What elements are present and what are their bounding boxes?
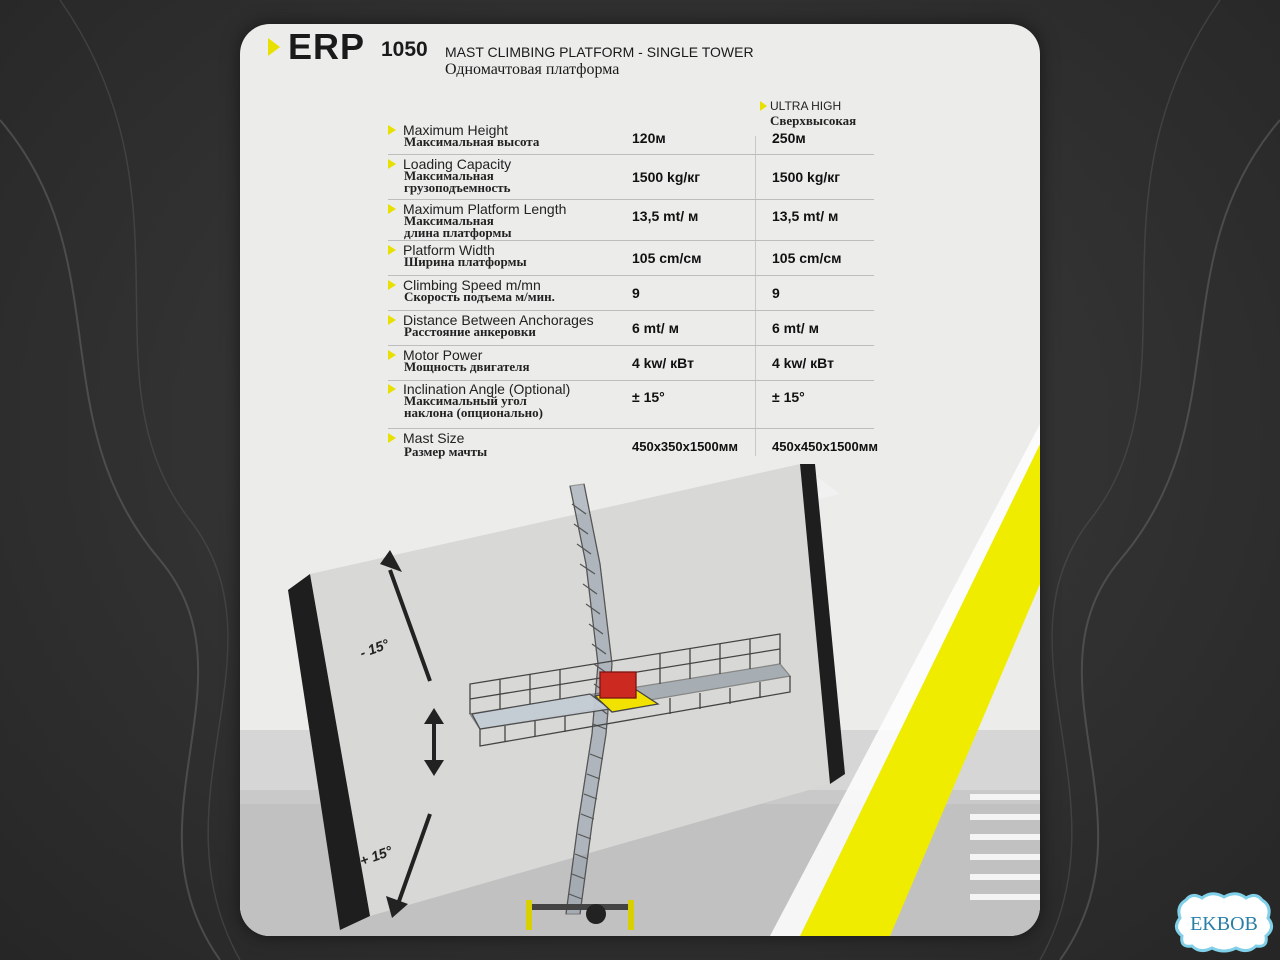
spec-value-standard: 1500 kg/кг bbox=[632, 169, 701, 185]
spec-label: Maximum Platform Length bbox=[403, 201, 567, 217]
model-subtitle-ru: Одномачтовая платформа bbox=[445, 61, 620, 78]
building-right-edge bbox=[800, 464, 845, 784]
row-marker-icon bbox=[388, 433, 396, 443]
spec-value-standard: 450x350x1500мм bbox=[632, 439, 738, 454]
trailer-base bbox=[526, 900, 634, 930]
spec-value-ultra-high: ± 15° bbox=[772, 389, 805, 405]
spec-value-ultra-high: 105 cm/см bbox=[772, 250, 842, 266]
row-divider bbox=[388, 310, 874, 311]
spec-value-standard: 13,5 mt/ м bbox=[632, 208, 699, 224]
spec-label: Motor Power bbox=[403, 347, 483, 363]
spec-label: Loading Capacity bbox=[403, 156, 512, 172]
model-number: 1050 bbox=[381, 38, 428, 61]
spec-label-ru: Максимальный угол наклона (опционально) bbox=[404, 393, 543, 420]
platform-illustration: - 15° + 15° bbox=[240, 424, 1040, 936]
spec-value-ultra-high: 4 kw/ кВт bbox=[772, 355, 834, 371]
spec-value-ultra-high: 1500 kg/кг bbox=[772, 169, 841, 185]
row-marker-icon bbox=[388, 204, 396, 214]
ekbob-watermark-badge: EKBOB bbox=[1175, 892, 1273, 953]
watermark-text: EKBOB bbox=[1190, 913, 1258, 935]
spec-label-ru: Максимальная грузоподъемность bbox=[404, 168, 511, 195]
spec-label: Climbing Speed m/mn bbox=[403, 277, 541, 293]
spec-value-ultra-high: 250м bbox=[772, 130, 806, 146]
stripes-decoration bbox=[970, 794, 1040, 900]
spec-label-ru: Расстояние анкеровки bbox=[404, 324, 536, 339]
height-adjust-arrow bbox=[424, 708, 444, 776]
row-marker-icon bbox=[388, 315, 396, 325]
column-header-ultra-high-ru: Сверхвысокая bbox=[770, 113, 857, 128]
spec-label: Maximum Height bbox=[403, 122, 509, 138]
spec-value-ultra-high: 9 bbox=[772, 285, 780, 301]
angle-arrow-top bbox=[380, 550, 432, 682]
row-divider bbox=[388, 154, 874, 155]
spec-label-ru: Ширина платформы bbox=[404, 254, 527, 269]
spec-label-ru: Максимальная высота bbox=[404, 134, 540, 149]
spec-value-ultra-high: 13,5 mt/ м bbox=[772, 208, 839, 224]
spec-value-standard: 105 cm/см bbox=[632, 250, 702, 266]
spec-label: Inclination Angle (Optional) bbox=[403, 381, 571, 397]
spec-label-ru: Скорость подъема м/мин. bbox=[404, 289, 555, 304]
spec-value-standard: ± 15° bbox=[632, 389, 665, 405]
row-divider bbox=[388, 428, 874, 429]
spec-sheet-card: - 15° + 15° ERP 1050 MAST CLIMBING PLATF… bbox=[240, 24, 1040, 936]
platform bbox=[468, 633, 792, 747]
angle-arrow-bottom bbox=[386, 813, 432, 918]
row-divider bbox=[388, 199, 874, 200]
column-divider bbox=[755, 136, 756, 456]
column-header-marker-icon bbox=[760, 101, 767, 111]
model-title: ERP bbox=[288, 26, 366, 67]
row-divider bbox=[388, 345, 874, 346]
title-marker-icon bbox=[268, 38, 280, 56]
spec-label-ru: Мощность двигателя bbox=[404, 359, 530, 374]
spec-label-ru: Размер мачты bbox=[404, 444, 488, 459]
building-front-face bbox=[310, 464, 830, 916]
row-marker-icon bbox=[388, 159, 396, 169]
spec-value-standard: 9 bbox=[632, 285, 640, 301]
row-marker-icon bbox=[388, 245, 396, 255]
spec-label-ru: Максимальная длина платформы bbox=[404, 213, 512, 240]
row-divider bbox=[388, 275, 874, 276]
spec-label: Platform Width bbox=[403, 242, 495, 258]
spec-label: Distance Between Anchorages bbox=[403, 312, 594, 328]
spec-value-standard: 4 kw/ кВт bbox=[632, 355, 694, 371]
spec-value-ultra-high: 6 mt/ м bbox=[772, 320, 819, 336]
spec-value-standard: 6 mt/ м bbox=[632, 320, 679, 336]
spec-value-ultra-high: 450x450x1500мм bbox=[772, 439, 878, 454]
row-marker-icon bbox=[388, 280, 396, 290]
row-marker-icon bbox=[388, 350, 396, 360]
row-marker-icon bbox=[388, 125, 396, 135]
row-divider bbox=[388, 240, 874, 241]
row-marker-icon bbox=[388, 384, 396, 394]
column-header-ultra-high: ULTRA HIGH bbox=[770, 99, 842, 113]
spec-label: Mast Size bbox=[403, 430, 465, 446]
model-subtitle: MAST CLIMBING PLATFORM - SINGLE TOWER bbox=[445, 44, 754, 60]
spec-value-standard: 120м bbox=[632, 130, 666, 146]
building-left-face bbox=[288, 574, 370, 930]
row-divider bbox=[388, 380, 874, 381]
